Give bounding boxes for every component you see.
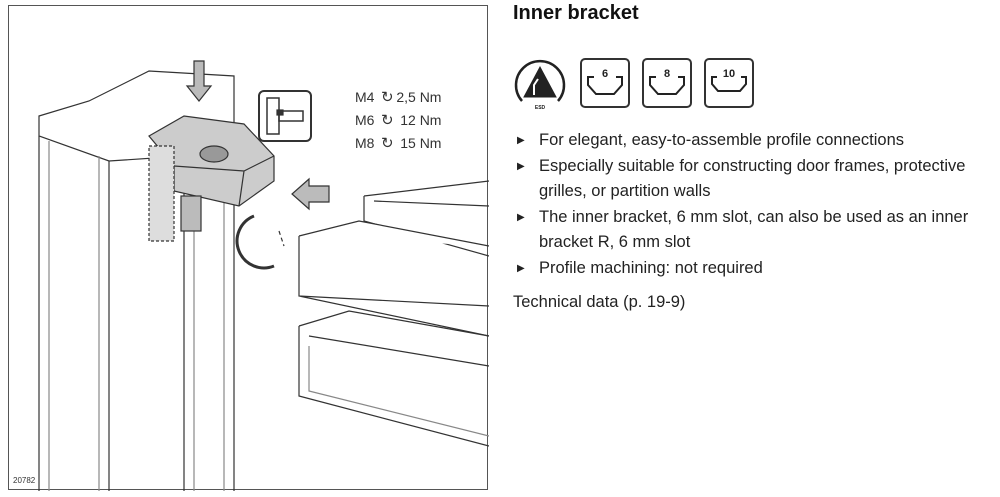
illustration-frame: M4 ↻2,5 Nm M6 ↻ 12 Nm M8 ↻ 15 Nm 20782 bbox=[8, 5, 489, 491]
esd-icon: ESD bbox=[512, 55, 568, 111]
screw-size: M4 bbox=[355, 89, 375, 105]
feature-icons: ESD 6 8 10 bbox=[512, 55, 754, 111]
clockwise-arrow-icon: ↻ bbox=[381, 89, 394, 106]
slot-size-label: 8 bbox=[663, 68, 671, 80]
clockwise-arrow-icon: ↻ bbox=[381, 112, 394, 129]
slot-8-icon: 8 bbox=[642, 58, 692, 108]
screw-size: M6 bbox=[355, 112, 375, 128]
torque-value: 15 Nm bbox=[400, 135, 442, 151]
torque-row: M8 ↻ 15 Nm bbox=[355, 132, 441, 155]
slot-size-label: 10 bbox=[722, 68, 736, 80]
feature-item: Especially suitable for constructing doo… bbox=[517, 154, 987, 205]
feature-item: For elegant, easy-to-assemble profile co… bbox=[517, 128, 987, 154]
feature-item: The inner bracket, 6 mm slot, can also b… bbox=[517, 205, 987, 256]
screw-size: M8 bbox=[355, 135, 375, 151]
torque-row: M4 ↻2,5 Nm bbox=[355, 86, 441, 109]
esd-label: ESD bbox=[534, 105, 546, 111]
slot-10-icon: 10 bbox=[704, 58, 754, 108]
torque-value: 2,5 Nm bbox=[396, 89, 442, 105]
torque-row: M6 ↻ 12 Nm bbox=[355, 109, 441, 132]
feature-item: Profile machining: not required bbox=[517, 256, 987, 282]
slot-6-icon: 6 bbox=[580, 58, 630, 108]
torque-table: M4 ↻2,5 Nm M6 ↻ 12 Nm M8 ↻ 15 Nm bbox=[355, 86, 441, 155]
slot-size-label: 6 bbox=[601, 68, 609, 80]
clockwise-arrow-icon: ↻ bbox=[381, 135, 394, 152]
feature-list: For elegant, easy-to-assemble profile co… bbox=[517, 128, 987, 281]
page-title: Inner bracket bbox=[513, 2, 639, 24]
inner-bracket-illustration bbox=[38, 60, 489, 491]
figure-id: 20782 bbox=[13, 476, 36, 485]
technical-data-reference: Technical data (p. 19-9) bbox=[513, 293, 686, 311]
torque-value: 12 Nm bbox=[400, 112, 442, 128]
